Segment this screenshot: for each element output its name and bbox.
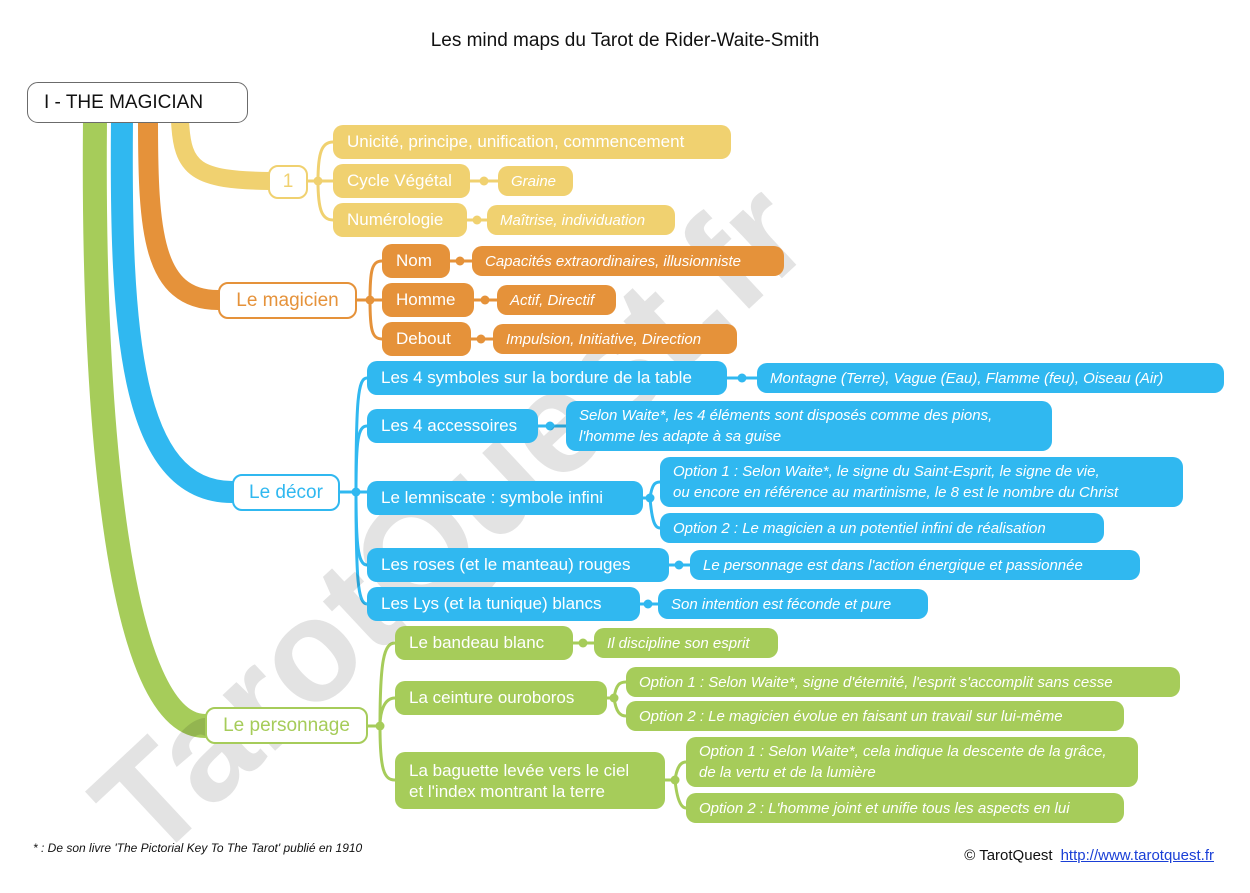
copyright: © TarotQuest http://www.tarotquest.fr xyxy=(964,847,1214,864)
item-roses: Les roses (et le manteau) rouges xyxy=(367,548,669,582)
connector-dot xyxy=(365,295,375,305)
connector-dot xyxy=(313,176,323,186)
leaf-montagne: Montagne (Terre), Vague (Eau), Flamme (f… xyxy=(757,363,1224,393)
leaf-maitrise: Maîtrise, individuation xyxy=(487,205,675,235)
item-ceinture: La ceinture ouroboros xyxy=(395,681,607,715)
item-nom: Nom xyxy=(382,244,450,278)
item-debout: Debout xyxy=(382,322,471,356)
text-line: Option 1 : Selon Waite*, le signe du Sai… xyxy=(673,463,1100,480)
leaf-baguette-option-2: Option 2 : L'homme joint et unifie tous … xyxy=(686,793,1124,823)
connector-dot xyxy=(643,599,653,609)
item-4-symboles: Les 4 symboles sur la bordure de la tabl… xyxy=(367,361,727,395)
connector xyxy=(612,680,628,700)
leaf-capacites: Capacités extraordinaires, illusionniste xyxy=(472,246,784,276)
connector xyxy=(368,259,384,302)
branch-decor: Le décor xyxy=(232,474,340,511)
leaf-roses: Le personnage est dans l'action énergiqu… xyxy=(690,550,1140,580)
connector xyxy=(673,760,688,782)
text-line: ou encore en référence au martinisme, le… xyxy=(673,484,1119,501)
connector-dot xyxy=(479,176,489,186)
leaf-impulsion: Impulsion, Initiative, Direction xyxy=(493,324,737,354)
text-line: Option 1 : Selon Waite*, cela indique la… xyxy=(699,743,1107,760)
connector xyxy=(612,696,628,718)
connector xyxy=(171,111,279,190)
leaf-lemniscate-option-2: Option 2 : Le magicien a un potentiel in… xyxy=(660,513,1104,543)
connector xyxy=(648,496,662,530)
connector xyxy=(354,490,369,606)
branch-personnage: Le personnage xyxy=(205,707,368,744)
leaf-lemniscate-option-1: Option 1 : Selon Waite*, le signe du Sai… xyxy=(660,457,1183,507)
leaf-baguette-option-1: Option 1 : Selon Waite*, cela indique la… xyxy=(686,737,1138,787)
leaf-actif: Actif, Directif xyxy=(497,285,616,315)
item-numerologie: Numérologie xyxy=(333,203,467,237)
connector-dot xyxy=(737,373,747,383)
item-unicite: Unicité, principe, unification, commence… xyxy=(333,125,731,159)
item-lys: Les Lys (et la tunique) blancs xyxy=(367,587,640,621)
text-line: et l'index montrant la terre xyxy=(409,781,606,801)
connector xyxy=(110,109,243,503)
item-bandeau: Le bandeau blanc xyxy=(395,626,573,660)
text-line: Selon Waite*, les 4 éléments sont dispos… xyxy=(579,407,993,424)
leaf-ceinture-option-1: Option 1 : Selon Waite*, signe d'éternit… xyxy=(626,667,1180,697)
connector-dot xyxy=(472,215,482,225)
item-homme: Homme xyxy=(382,283,474,317)
leaf-lys: Son intention est féconde et pure xyxy=(658,589,928,619)
item-4-accessoires: Les 4 accessoires xyxy=(367,409,538,443)
connector xyxy=(316,179,335,222)
connector xyxy=(378,641,397,728)
connector xyxy=(648,480,662,500)
site-link[interactable]: http://www.tarotquest.fr xyxy=(1060,847,1214,864)
connector xyxy=(368,298,384,341)
connector-dot xyxy=(455,256,465,266)
connector xyxy=(378,724,397,782)
connector-dot xyxy=(476,334,486,344)
leaf-selon-waite-elements: Selon Waite*, les 4 éléments sont dispos… xyxy=(566,401,1052,451)
root-node: I - THE MAGICIAN xyxy=(27,82,248,123)
footnote: * : De son livre 'The Pictorial Key To T… xyxy=(33,841,363,855)
connector-dot xyxy=(545,421,555,431)
text-line: l'homme les adapte à sa guise xyxy=(579,428,782,445)
branch-number: 1 xyxy=(268,165,308,199)
copyright-text: © TarotQuest xyxy=(964,847,1053,864)
connector xyxy=(82,108,217,738)
connector-dot xyxy=(375,721,385,731)
leaf-ceinture-option-2: Option 2 : Le magicien évolue en faisant… xyxy=(626,701,1124,731)
leaf-graine: Graine xyxy=(498,166,573,196)
page-title: Les mind maps du Tarot de Rider-Waite-Sm… xyxy=(430,30,820,51)
connector xyxy=(138,110,228,310)
connector-dot xyxy=(480,295,490,305)
connector-dot xyxy=(351,487,361,497)
connector-dot xyxy=(674,560,684,570)
leaf-bandeau: Il discipline son esprit xyxy=(594,628,778,658)
text-line: de la vertu et de la lumière xyxy=(699,764,876,781)
connector xyxy=(316,140,335,183)
connector xyxy=(673,778,688,810)
text-line: La baguette levée vers le ciel xyxy=(409,760,630,780)
connector-dot xyxy=(578,638,588,648)
branch-magicien: Le magicien xyxy=(218,282,357,319)
connector xyxy=(354,424,369,494)
item-cycle-vegetal: Cycle Végétal xyxy=(333,164,470,198)
connector xyxy=(378,696,397,728)
item-lemniscate: Le lemniscate : symbole infini xyxy=(367,481,643,515)
